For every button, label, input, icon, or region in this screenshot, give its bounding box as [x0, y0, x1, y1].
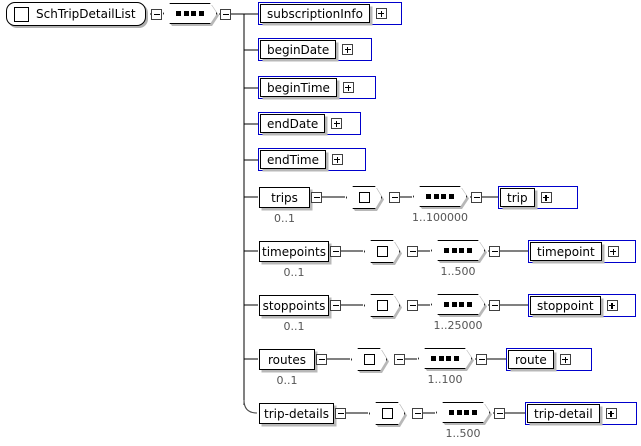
routes-choice-icon[interactable]: [351, 348, 387, 371]
cardinality-route: 1..100: [427, 373, 463, 386]
element-toggle-wrap: [602, 241, 622, 262]
cardinality-timepoints: 0..1: [283, 266, 305, 279]
choice-square: [382, 408, 393, 419]
sequence-dots: [449, 410, 477, 415]
element-label: route: [508, 350, 554, 369]
cardinality-trip-detail: 1..500: [445, 427, 481, 440]
trips-sequence-icon[interactable]: [413, 186, 467, 207]
element-toggle-wrap: [554, 349, 574, 370]
stoppoints-choice-collapse-icon[interactable]: [407, 300, 418, 311]
element-label: beginDate: [260, 40, 337, 59]
expand-icon[interactable]: [606, 300, 618, 311]
element-trip[interactable]: trip: [498, 186, 578, 209]
stoppoints-sequence-collapse-icon[interactable]: [489, 300, 500, 311]
trips-sequence-collapse-icon[interactable]: [471, 192, 482, 203]
root-element-schtripdetaillist[interactable]: SchTripDetailList: [6, 2, 146, 26]
element-endtime[interactable]: endTime: [258, 148, 366, 171]
element-label: timepoint: [530, 242, 602, 261]
expand-icon[interactable]: [607, 246, 619, 257]
root-element-label: SchTripDetailList: [36, 7, 136, 21]
element-square-icon: [14, 6, 29, 22]
expand-icon[interactable]: [342, 44, 354, 55]
expand-icon[interactable]: [540, 192, 552, 203]
trips-collapse-icon[interactable]: [311, 192, 322, 203]
element-toggle-wrap: [337, 77, 357, 98]
timepoints-sequence-collapse-icon[interactable]: [489, 246, 500, 257]
element-enddate[interactable]: endDate: [258, 112, 361, 135]
timepoints-collapse-icon[interactable]: [330, 246, 341, 257]
expand-icon[interactable]: [605, 408, 617, 419]
routes-sequence-icon[interactable]: [418, 348, 472, 369]
trip-details-sequence-collapse-icon[interactable]: [494, 408, 505, 419]
element-toggle-wrap: [326, 149, 346, 170]
element-subscriptioninfo[interactable]: subscriptionInfo: [258, 2, 402, 25]
cardinality-trips: 0..1: [274, 212, 295, 225]
sequence-dots: [444, 302, 472, 307]
element-trips[interactable]: trips: [259, 187, 310, 208]
element-route[interactable]: route: [506, 348, 592, 371]
sequence-dots: [426, 194, 454, 199]
element-label: beginTime: [260, 78, 337, 97]
routes-choice-collapse-icon[interactable]: [394, 354, 405, 365]
element-toggle-wrap: [535, 187, 555, 208]
element-label: stoppoint: [530, 296, 601, 315]
choice-square: [359, 192, 370, 203]
routes-collapse-icon[interactable]: [316, 354, 327, 365]
expand-icon[interactable]: [342, 82, 354, 93]
expand-icon[interactable]: [375, 8, 387, 19]
element-routes[interactable]: routes: [259, 349, 315, 370]
element-toggle-wrap: [370, 3, 390, 24]
element-toggle-wrap: [600, 403, 620, 424]
element-label: endTime: [260, 150, 326, 169]
root-collapse-icon[interactable]: [151, 9, 162, 20]
choice-square: [364, 354, 375, 365]
trip-details-collapse-icon[interactable]: [335, 408, 346, 419]
stoppoints-choice-icon[interactable]: [364, 294, 400, 317]
cardinality-timepoint: 1..500: [440, 265, 476, 278]
element-toggle-wrap: [601, 295, 621, 316]
choice-square: [377, 300, 388, 311]
root-sequence-icon[interactable]: [163, 3, 217, 24]
sequence-dots: [431, 356, 459, 361]
element-trip-details[interactable]: trip-details: [259, 403, 334, 424]
trips-choice-icon[interactable]: [346, 186, 382, 209]
trips-choice-collapse-icon[interactable]: [389, 192, 400, 203]
element-begindate[interactable]: beginDate: [258, 38, 372, 61]
cardinality-trip: 1..100000: [412, 211, 468, 224]
root-sequence-collapse-icon[interactable]: [220, 9, 231, 20]
element-label: trip-detail: [527, 404, 600, 423]
element-label: trip: [500, 188, 535, 207]
routes-sequence-collapse-icon[interactable]: [476, 354, 487, 365]
element-stoppoint[interactable]: stoppoint: [528, 294, 636, 317]
trip-details-sequence-icon[interactable]: [436, 402, 490, 423]
expand-icon[interactable]: [331, 154, 343, 165]
cardinality-routes: 0..1: [276, 374, 298, 387]
sequence-dots: [444, 248, 472, 253]
element-label: endDate: [260, 114, 326, 133]
cardinality-stoppoint: 1..25000: [433, 319, 483, 332]
timepoints-choice-collapse-icon[interactable]: [407, 246, 418, 257]
element-timepoint[interactable]: timepoint: [528, 240, 636, 263]
sequence-dots: [176, 11, 204, 16]
expand-icon[interactable]: [559, 354, 571, 365]
element-toggle-wrap: [325, 113, 345, 134]
trip-details-choice-collapse-icon[interactable]: [412, 408, 423, 419]
element-begintime[interactable]: beginTime: [258, 76, 376, 99]
stoppoints-collapse-icon[interactable]: [330, 300, 341, 311]
timepoints-sequence-icon[interactable]: [431, 240, 485, 261]
element-stoppoints[interactable]: stoppoints: [259, 295, 329, 316]
choice-square: [377, 246, 388, 257]
element-toggle-wrap: [336, 39, 356, 60]
element-timepoints[interactable]: timepoints: [259, 241, 329, 262]
expand-icon[interactable]: [331, 118, 343, 129]
element-trip-detail[interactable]: trip-detail: [525, 402, 637, 425]
element-label: subscriptionInfo: [260, 4, 370, 23]
stoppoints-sequence-icon[interactable]: [431, 294, 485, 315]
trip-details-choice-icon[interactable]: [369, 402, 405, 425]
timepoints-choice-icon[interactable]: [364, 240, 400, 263]
cardinality-stoppoints: 0..1: [283, 320, 305, 333]
